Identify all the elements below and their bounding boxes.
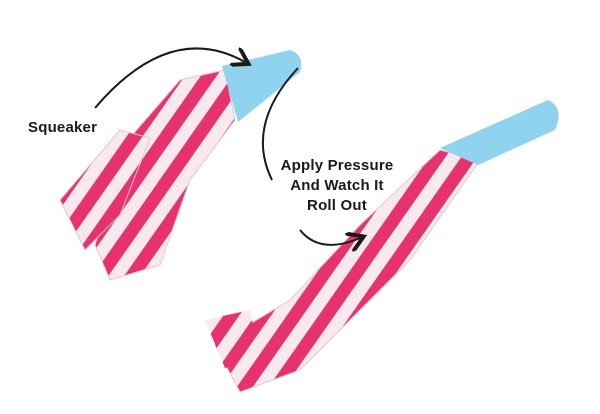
roll-out-line-2: And Watch It	[290, 177, 384, 194]
roll-out-line-3: Roll Out	[307, 197, 367, 214]
arrow-roll-out	[261, 67, 360, 245]
arrow-to-squeaker	[94, 48, 245, 109]
toy-folded	[59, 50, 302, 281]
squeaker-label: Squeaker	[28, 119, 98, 136]
squeaker-cone	[222, 50, 302, 122]
roll-out-label: Apply Pressure And Watch It Roll Out	[278, 156, 396, 216]
cone	[440, 100, 559, 165]
roll-out-line-1: Apply Pressure	[280, 157, 394, 174]
toy-unrolled	[205, 100, 559, 393]
